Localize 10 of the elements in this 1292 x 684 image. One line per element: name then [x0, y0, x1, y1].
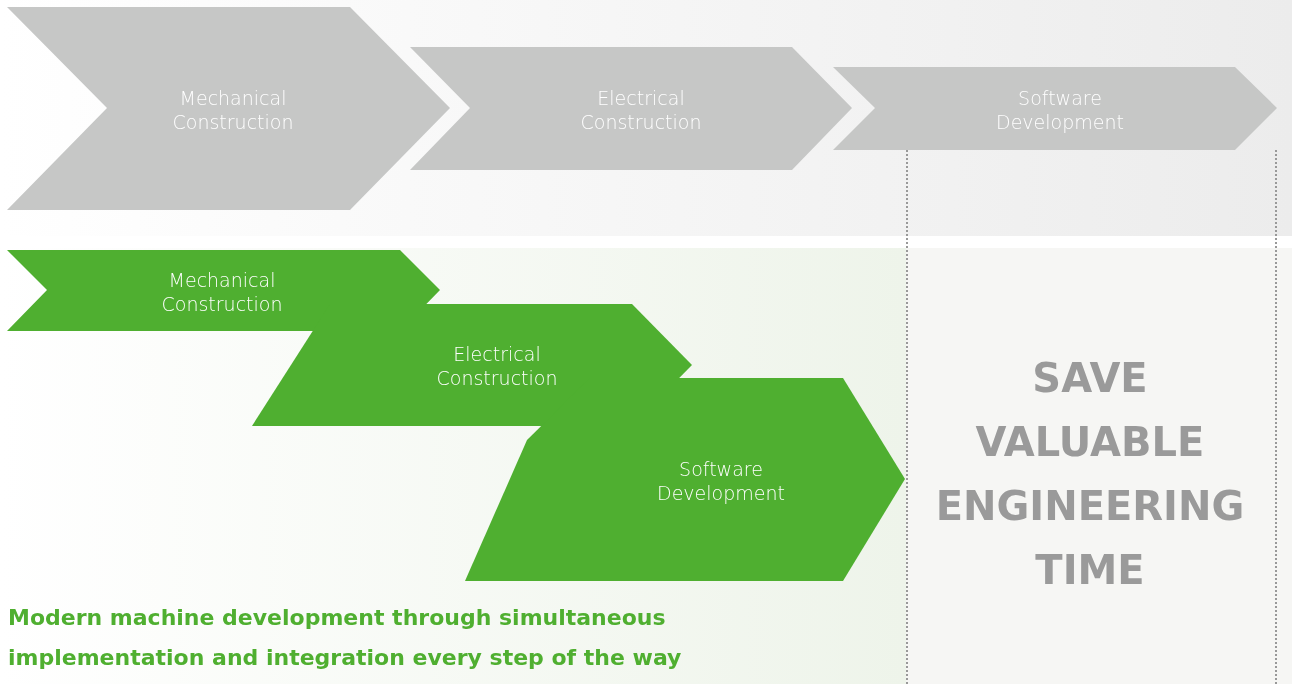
process-step — [410, 47, 852, 170]
step-label: Electrical Construction — [435, 342, 559, 390]
caption: Modern machine development through simultaneous implementation and integration every step of the way — [8, 604, 683, 672]
slogan-text: SAVE VALUABLE ENGINEERING TIME — [934, 354, 1246, 595]
step-label: Software Development — [995, 86, 1125, 134]
process-step — [7, 7, 450, 210]
step-label: Mechanical Construction — [160, 268, 284, 316]
step-label: Electrical Construction — [579, 86, 703, 134]
step-label: Mechanical Construction — [171, 86, 295, 134]
step-label: Software Development — [656, 457, 786, 505]
